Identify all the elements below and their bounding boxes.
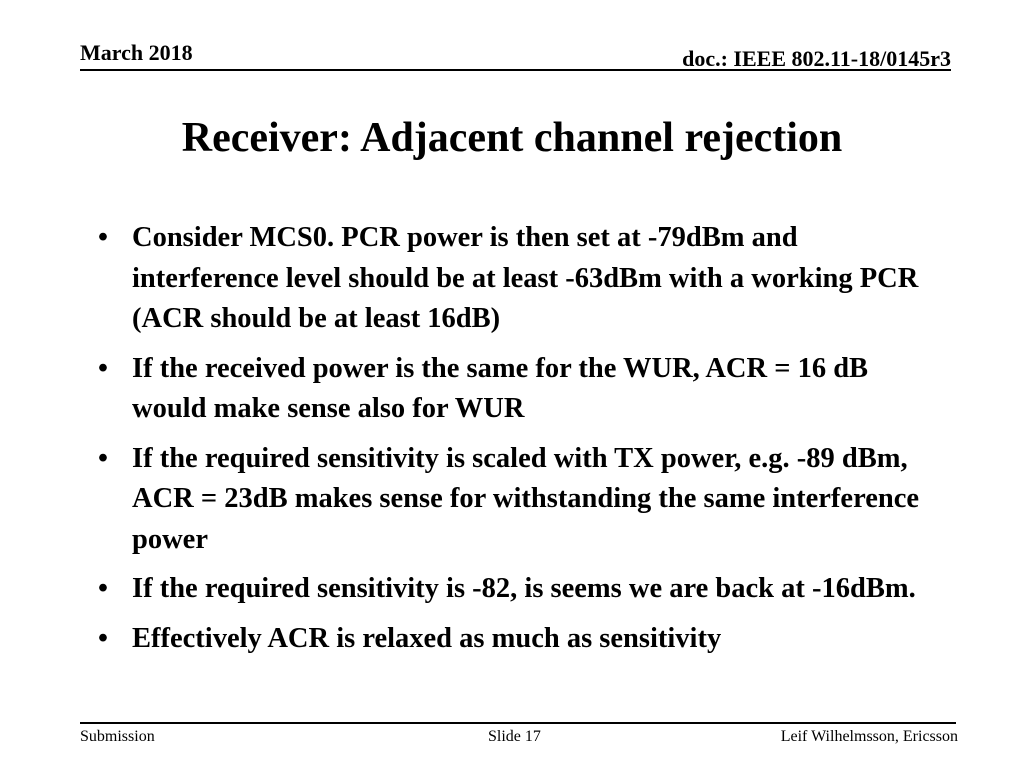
bullet-text: If the required sensitivity is -82, is s…	[132, 573, 916, 604]
footer-divider	[80, 722, 956, 724]
header-divider	[80, 69, 951, 71]
bullet-item: • If the required sensitivity is scaled …	[92, 439, 942, 561]
bullet-icon: •	[98, 442, 108, 474]
bullet-text: If the required sensitivity is scaled wi…	[132, 442, 920, 555]
bullet-icon: •	[98, 352, 108, 384]
bullet-text: Consider MCS0. PCR power is then set at …	[132, 222, 919, 334]
footer-slide-number: Slide 17	[488, 728, 541, 745]
bullet-item: • Effectively ACR is relaxed as much as …	[92, 619, 942, 660]
bullet-item: • If the required sensitivity is -82, is…	[92, 569, 942, 610]
bullet-icon: •	[98, 573, 108, 604]
bullet-text: If the received power is the same for th…	[132, 352, 869, 425]
slide-title: Receiver: Adjacent channel rejection	[181, 115, 843, 161]
footer-submission: Submission	[80, 728, 155, 745]
bullet-text: Effectively ACR is relaxed as much as se…	[132, 622, 722, 654]
bullet-item: • Consider MCS0. PCR power is then set a…	[92, 218, 942, 340]
bullet-icon: •	[98, 222, 108, 253]
header-doc-id: doc.: IEEE 802.11-18/0145r3	[682, 46, 951, 71]
bullet-icon: •	[98, 622, 108, 654]
bullet-item: • If the received power is the same for …	[92, 349, 942, 430]
footer-author: Leif Wilhelmsson, Ericsson	[780, 728, 958, 745]
header-date: March 2018	[80, 40, 193, 65]
bullet-list: • Consider MCS0. PCR power is then set a…	[92, 218, 942, 668]
